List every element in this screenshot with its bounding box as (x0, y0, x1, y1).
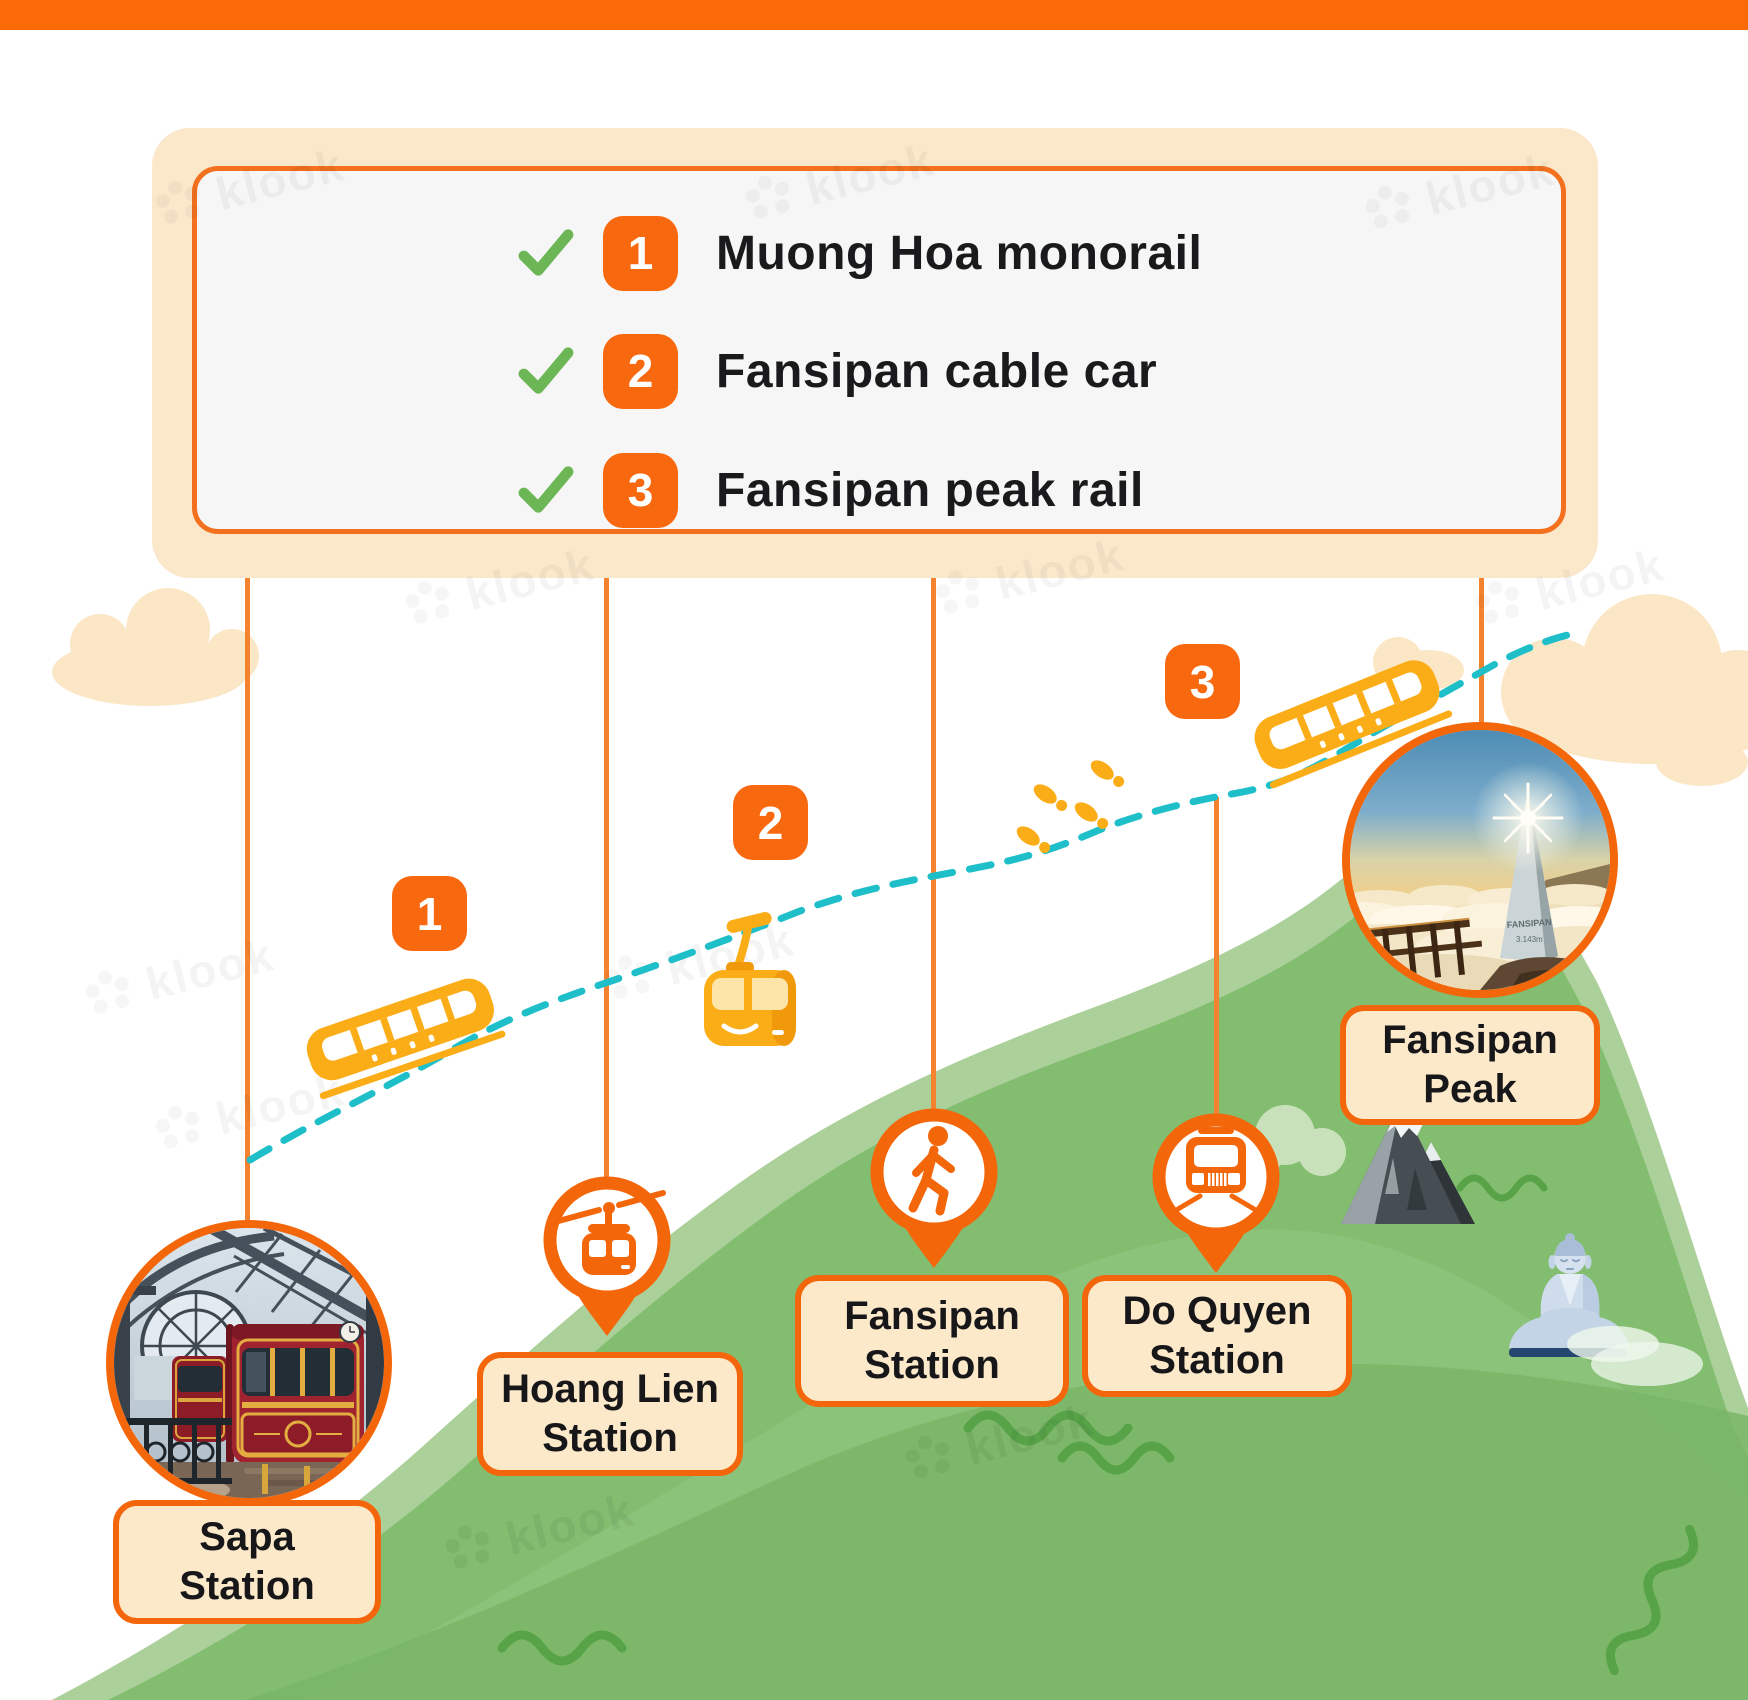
station-pin-hoang-lien (543, 1176, 671, 1336)
legend-row-1: 1 Muong Hoa monorail (517, 215, 1202, 291)
svg-text:FANSIPAN: FANSIPAN (1506, 917, 1551, 930)
label-line: Station (179, 1564, 315, 1608)
label-line: Sapa (199, 1515, 295, 1560)
klook-logo-icon (76, 961, 141, 1026)
connector-line-hoang-lien (604, 578, 609, 1182)
legend-label-1: Muong Hoa monorail (716, 226, 1203, 280)
klook-watermark: klook (896, 1392, 1100, 1492)
connector-line-fansipan-station (931, 578, 936, 1120)
mountain-foot-shade (245, 1363, 1748, 1700)
label-line: Station (542, 1416, 678, 1460)
label-line: Fansipan (844, 1294, 1020, 1339)
legend-inner-card: 1 Muong Hoa monorail 2 Fansipan cable ca… (192, 166, 1566, 534)
legend-row-2: 2 Fansipan cable car (517, 333, 1157, 409)
legend-row-3: 3 Fansipan peak rail (517, 452, 1144, 528)
legend-panel: 1 Muong Hoa monorail 2 Fansipan cable ca… (152, 128, 1598, 578)
label-fansipan-peak: Fansipan Peak (1340, 1005, 1600, 1125)
connector-line-fansipan-peak (1479, 578, 1484, 742)
label-line: Hoang Lien (501, 1367, 719, 1412)
legend-step-badge-1: 1 (603, 215, 678, 291)
peak-photo-illustration: FANSIPAN 3.143m (1350, 730, 1610, 990)
klook-logo-icon (445, 1525, 490, 1569)
watermark-text: klook (500, 1483, 640, 1565)
check-icon (518, 347, 574, 394)
klook-watermark: klook (596, 912, 800, 1012)
check-icon (518, 229, 574, 276)
klook-logo-icon (1466, 571, 1531, 636)
label-line: Do Quyen (1122, 1289, 1312, 1334)
klook-logo-icon (146, 1096, 211, 1161)
klook-logo-icon (396, 571, 461, 636)
legend-label-3: Fansipan peak rail (716, 463, 1144, 517)
check-icon (518, 466, 574, 513)
label-line: Station (1149, 1338, 1285, 1382)
cloud-left-icon (52, 588, 259, 706)
watermark-text: klook (210, 1062, 350, 1146)
klook-logo-icon (905, 1435, 950, 1479)
walking-person-pin-icon (908, 1126, 955, 1216)
buddha-statue-icon (1509, 1233, 1703, 1386)
label-hoang-lien-station: Hoang Lien Station (477, 1352, 743, 1476)
label-do-quyen-station: Do Quyen Station (1082, 1275, 1352, 1397)
label-line: Station (864, 1343, 1000, 1387)
label-line: Fansipan (1382, 1018, 1558, 1063)
station-pin-fansipan (870, 1108, 998, 1268)
station-pin-do-quyen (1152, 1113, 1280, 1273)
cable-car-icon (704, 911, 796, 1046)
sapa-photo-illustration (114, 1228, 384, 1498)
connector-line-sapa (245, 578, 250, 1226)
cable-car-pin-icon (548, 1190, 666, 1275)
sapa-station-photo (106, 1220, 392, 1506)
svg-text:3.143m: 3.143m (1516, 935, 1543, 944)
train-front-pin-icon (1175, 1127, 1257, 1212)
cloud-sea (1350, 884, 1610, 990)
legend-label-2: Fansipan cable car (716, 344, 1158, 398)
watermark-text: klook (140, 927, 280, 1011)
label-line: Peak (1423, 1067, 1517, 1111)
label-sapa-station: Sapa Station (113, 1500, 381, 1624)
klook-watermark: klook (436, 1482, 640, 1582)
sun-icon (1492, 782, 1564, 854)
monorail-icon (306, 978, 506, 1100)
route-step-badge-3: 3 (1165, 644, 1240, 719)
route-step-badge-2: 2 (733, 785, 808, 860)
red-train (172, 1321, 364, 1464)
legend-step-badge-2: 2 (603, 333, 678, 409)
top-bar (0, 0, 1748, 30)
footprints-icon (1016, 760, 1125, 853)
connector-line-do-quyen (1214, 797, 1219, 1123)
fansipan-peak-photo: FANSIPAN 3.143m (1342, 722, 1618, 998)
watermark-text: klook (660, 912, 800, 996)
label-fansipan-station: Fansipan Station (795, 1275, 1069, 1407)
route-step-badge-1: 1 (392, 876, 467, 951)
legend-step-badge-3: 3 (603, 452, 678, 528)
